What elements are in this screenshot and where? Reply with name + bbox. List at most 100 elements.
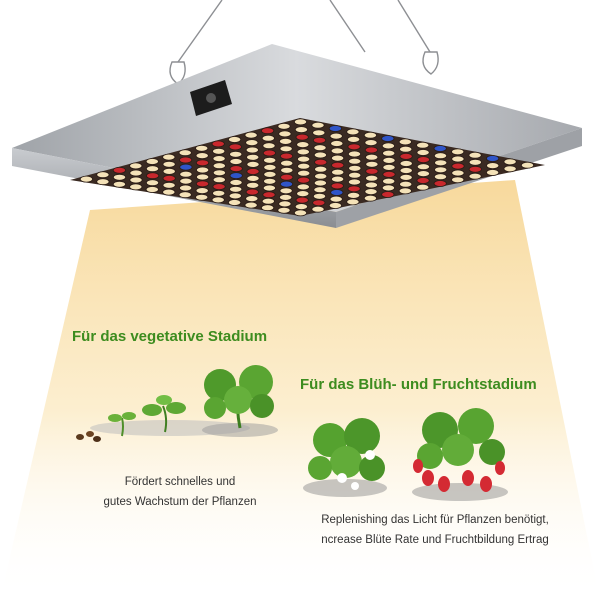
led-diode [433,152,448,160]
led-diode [364,181,378,189]
led-diode [468,165,482,173]
led-diode [228,136,242,143]
led-diode [330,154,345,162]
led-diode [146,172,160,180]
led-diode [162,153,176,161]
led-diode [195,152,209,160]
led-diode [296,190,310,198]
led-diode [348,164,362,172]
led-diode [260,204,275,212]
led-diode [179,163,193,171]
led-diode [262,191,276,199]
led-diode [295,133,309,141]
led-diode [263,156,277,164]
led-diode [296,176,311,184]
led-diode [280,173,294,181]
led-diode [331,161,345,169]
led-diode [451,148,465,156]
led-diode [129,169,143,177]
led-diode [451,155,465,163]
led-diode [468,151,482,159]
led-diode [520,161,535,169]
led-diode [485,169,500,176]
led-diode [279,180,294,188]
led-diode [328,125,342,132]
led-diode [279,145,293,153]
led-diode [228,199,242,206]
led-diode [434,159,448,167]
led-diode [145,158,159,165]
led-diode [212,169,226,177]
led-diode [346,135,361,143]
led-diode [416,183,430,191]
led-diode [399,180,413,188]
led-diode [195,144,209,152]
led-diode [293,118,308,126]
led-diode [211,196,225,204]
led-diode [347,178,362,186]
led-diode [212,189,226,197]
led-diode [485,155,500,162]
led-diode [228,143,242,151]
led-diode [228,192,242,200]
led-diode [196,166,210,174]
led-diode [162,188,176,196]
led-diode [178,191,192,199]
led-diode [468,158,482,166]
led-diode [79,175,94,183]
led-diode [364,146,378,154]
led-diode [365,153,379,161]
led-diode [330,147,344,155]
led-diode [313,151,327,159]
led-diode [244,201,258,209]
led-diode [451,176,465,184]
led-diode [399,160,413,167]
led-diode [297,169,311,177]
led-diode [312,199,326,207]
led-diode [261,197,275,205]
led-diode [245,195,259,203]
led-diode [314,165,328,173]
vegetative-stage-caption: Fördert schnelles und gutes Wachstum der… [95,472,265,512]
led-diode [468,172,482,180]
led-diode [179,184,193,192]
led-diode [129,183,143,191]
led-diode [112,166,127,174]
led-diode [294,203,308,211]
led-diode [278,137,293,145]
led-diode [246,160,260,168]
flowering-stage-title: Für das Blüh- und Fruchtstadium [300,376,537,393]
led-diode [399,167,413,174]
led-diode [382,156,396,164]
led-diode [314,172,328,180]
led-diode [313,186,327,194]
led-diode [293,209,308,217]
led-diode [295,196,309,204]
led-diode [212,162,226,170]
led-diode [330,189,344,196]
led-diode [245,146,259,154]
led-diode [348,171,362,179]
led-diode [211,140,225,148]
led-diode [312,136,327,144]
led-diode [277,206,291,214]
led-diode [331,168,345,176]
led-diode [312,192,327,200]
led-diode [280,159,294,167]
led-diode [313,179,327,187]
led-diode [278,130,292,138]
led-diode [330,140,344,147]
led-diode [451,162,465,170]
led-diode [261,134,275,142]
led-diode [382,163,396,171]
led-diode [399,152,413,160]
led-diode [364,188,378,196]
vegetative-caption-line1: Fördert schnelles und [124,476,236,488]
led-diode [195,159,210,167]
vegetative-stage-title: Für das vegetative Stadium [72,328,268,345]
led-diode [347,150,362,158]
led-diode [244,131,258,139]
led-diode [297,162,311,170]
led-diode [280,166,294,174]
